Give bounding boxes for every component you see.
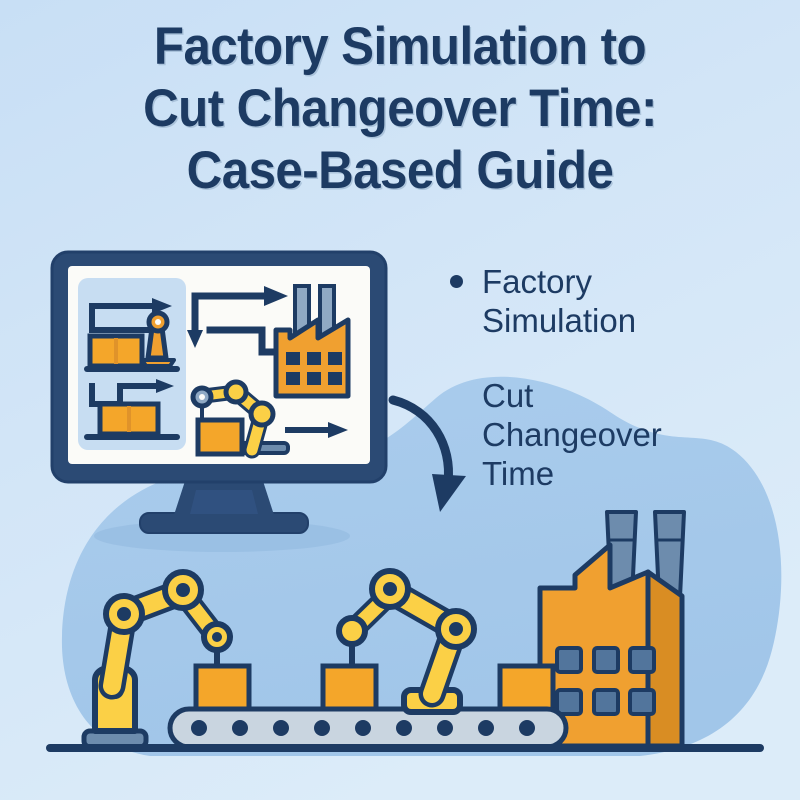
- list-item: Factory Simulation: [434, 262, 764, 340]
- factory-building: [537, 510, 686, 749]
- list-item: Cut Changeover Time: [434, 376, 764, 493]
- bullet-dot-icon: [450, 275, 463, 288]
- monitor-screen-content: [78, 278, 351, 459]
- conveyor-belt: [167, 663, 569, 750]
- title-line-3: Case-Based Guide: [186, 141, 614, 200]
- bullet-2-line-3: Time: [482, 455, 555, 492]
- title-line-2: Cut Changeover Time:: [143, 79, 657, 138]
- bullet-2-line-1: Cut: [482, 377, 534, 414]
- conveyor-boxes: [193, 663, 556, 714]
- robotic-arm-middle: [336, 568, 477, 715]
- small-robot-icon: [140, 310, 176, 368]
- page-title: Factory Simulation to Cut Changeover Tim…: [0, 16, 800, 202]
- title-line-1: Factory Simulation to: [153, 17, 647, 76]
- desktop-monitor: [50, 250, 388, 552]
- screen-factory-icon: [273, 284, 351, 399]
- bullet-1-line-1: Factory: [482, 263, 593, 300]
- factory-windows: [555, 646, 656, 716]
- bullet-list: Factory Simulation Cut Changeover Time: [434, 262, 764, 493]
- bullet-2-line-2: Changeover: [482, 416, 662, 453]
- curved-arrow: [388, 395, 466, 512]
- screen-robot-arm: [190, 379, 290, 459]
- ground-line: [46, 744, 764, 752]
- conveyor-rollers: [191, 720, 535, 736]
- bullet-1-line-2: Simulation: [482, 302, 637, 339]
- robotic-arm-left: [81, 569, 233, 750]
